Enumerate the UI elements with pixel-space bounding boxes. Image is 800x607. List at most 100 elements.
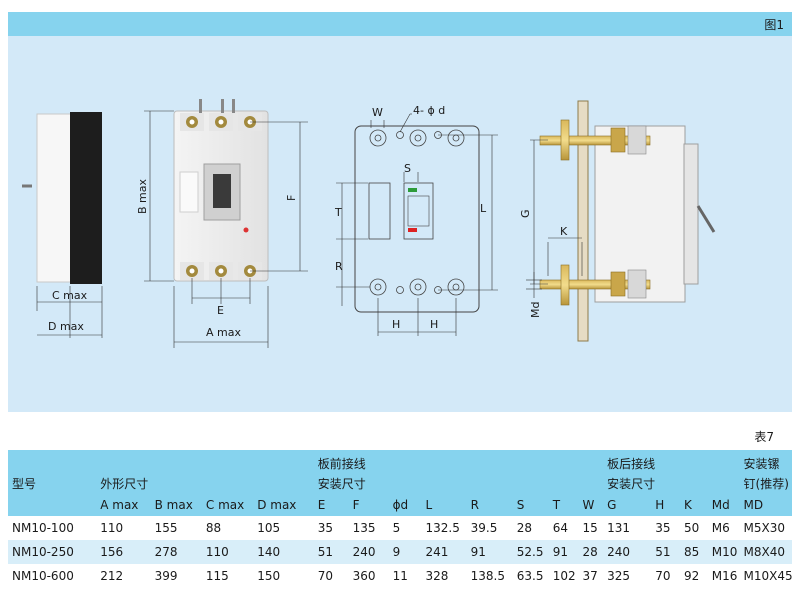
value-cell: 150 <box>257 569 281 583</box>
value-cell: 240 <box>348 540 389 564</box>
value-cell: 28 <box>578 540 604 564</box>
value-cell: 399 <box>154 569 178 583</box>
bottom-rear-stud <box>539 264 651 306</box>
header-screw: 安装镙 <box>739 450 792 472</box>
value-cell: M6 <box>711 521 730 535</box>
dim-g: G <box>519 209 532 218</box>
value-cell: 328 <box>425 569 449 583</box>
header-front-wiring: 板前接线 <box>313 450 389 472</box>
value-cell: 15 <box>582 521 598 535</box>
value-cell: 110 <box>201 540 254 564</box>
col-header: MD <box>739 494 792 516</box>
dimension-drawing: C max D max <box>8 36 792 412</box>
value-cell: 70 <box>317 569 334 583</box>
mounting-drawing: W 4- ϕ d S T R L H H <box>334 104 498 336</box>
dim-k: K <box>560 225 568 238</box>
col-header: H <box>651 494 681 516</box>
col-header: R <box>466 494 513 516</box>
breaker-base-side <box>70 112 102 284</box>
value-cell: 212 <box>100 569 124 583</box>
value-cell: 115 <box>205 569 229 583</box>
trip-indicator <box>243 227 249 233</box>
value-cell: 88 <box>205 521 222 535</box>
value-cell: M5X30 <box>743 521 785 535</box>
value-cell: 37 <box>582 569 598 583</box>
dim-b-max: B max <box>136 179 149 214</box>
col-header: G <box>603 494 652 516</box>
aux-window <box>368 182 391 240</box>
value-cell: 131 <box>607 521 630 535</box>
value-cell: 51 <box>313 540 349 564</box>
header-outline-dims: 外形尺寸 <box>96 472 202 494</box>
top-rear-stud <box>539 119 651 161</box>
figure-header-bar: 图1 <box>8 12 792 36</box>
value-cell: 105 <box>257 521 281 535</box>
nameplate <box>179 171 199 213</box>
dim-r: R <box>335 260 343 273</box>
header-rear-install: 安装尺寸 <box>603 472 681 494</box>
front-view: B max F E A max <box>136 99 308 348</box>
col-header: B max <box>150 494 202 516</box>
header-row-2: 型号 外形尺寸 安装尺寸 安装尺寸 钉(推荐) <box>8 472 792 494</box>
dim-t: T <box>334 206 342 219</box>
dim-phi-d: 4- ϕ d <box>413 104 445 117</box>
value-cell: 52.5 <box>512 540 549 564</box>
value-cell: 135 <box>352 521 376 535</box>
dim-e: E <box>217 304 224 317</box>
value-cell: 241 <box>421 540 467 564</box>
value-cell: 102 <box>552 569 576 583</box>
col-header: T <box>548 494 579 516</box>
dim-f: F <box>285 195 298 201</box>
dim-h-right: H <box>430 318 438 331</box>
dim-l: L <box>480 202 487 215</box>
col-header: K <box>680 494 708 516</box>
operating-handle <box>213 174 231 208</box>
value-cell: M10 <box>707 540 740 564</box>
value-cell: 50 <box>684 521 700 535</box>
value-cell: 39.5 <box>470 521 498 535</box>
value-cell: 132.5 <box>425 521 460 535</box>
value-cell: 35 <box>317 521 334 535</box>
value-cell: 360 <box>352 569 376 583</box>
top-terminals <box>180 99 262 131</box>
value-cell: 92 <box>684 569 700 583</box>
value-cell: 63.5 <box>516 569 544 583</box>
value-cell: M8X40 <box>739 540 792 564</box>
col-header: A max <box>96 494 151 516</box>
value-cell: 140 <box>253 540 314 564</box>
rear-connection-view: G K Md <box>519 100 716 342</box>
header-rear-wiring: 板后接线 <box>603 450 681 472</box>
header-front-install: 安装尺寸 <box>313 472 389 494</box>
value-cell: 70 <box>655 569 671 583</box>
value-cell: 91 <box>548 540 579 564</box>
value-cell: 5 <box>392 521 401 535</box>
value-cell: 35 <box>655 521 671 535</box>
dim-d-max: D max <box>48 320 84 333</box>
figure-label: 图1 <box>764 18 784 32</box>
value-cell: 325 <box>607 569 630 583</box>
col-header: L <box>421 494 467 516</box>
col-header: ϕd <box>388 494 422 516</box>
handle-recess <box>203 163 241 221</box>
value-cell: 9 <box>388 540 422 564</box>
dim-a-max: A max <box>206 326 241 339</box>
col-header: E <box>313 494 349 516</box>
dim-h-left: H <box>392 318 400 331</box>
value-cell: 110 <box>100 521 124 535</box>
value-cell: 278 <box>150 540 202 564</box>
col-header: Md <box>707 494 740 516</box>
value-cell: 85 <box>680 540 708 564</box>
col-header: S <box>512 494 549 516</box>
model-cell: NM10-600 <box>12 569 74 583</box>
value-cell: 28 <box>516 521 533 535</box>
value-cell: 156 <box>96 540 151 564</box>
top-hole-row <box>369 129 465 147</box>
dim-md: Md <box>529 302 542 318</box>
header-row-1: 板前接线 板后接线 安装镙 <box>8 450 792 472</box>
model-cell: NM10-100 <box>12 521 74 535</box>
col-header: F <box>348 494 389 516</box>
spec-table: 板前接线 板后接线 安装镙 型号 外形尺寸 安装尺寸 安装尺寸 钉(推荐) A … <box>8 450 792 588</box>
